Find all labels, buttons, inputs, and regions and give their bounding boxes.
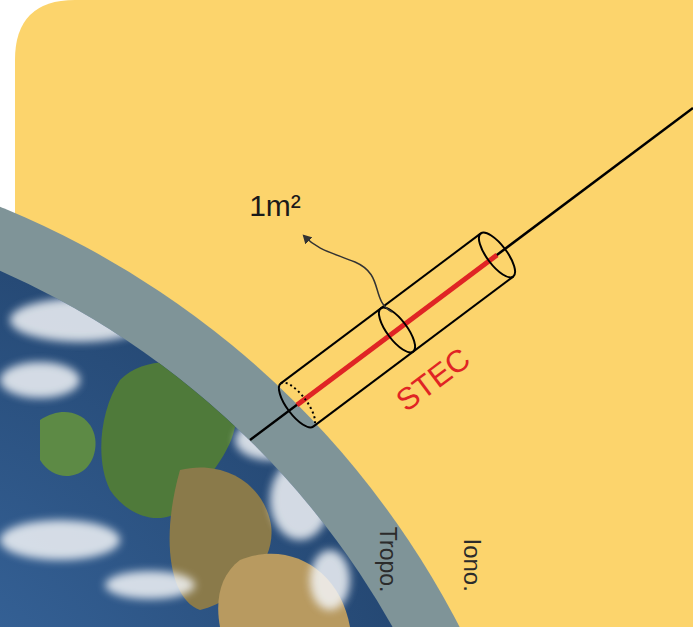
troposphere-layer [0,140,560,627]
area-pointer [304,236,392,312]
earth [0,199,501,627]
line-of-sight [250,108,693,440]
area-label: 1m² [249,189,301,222]
earth-surface [0,298,350,627]
layer-label: Tropo. [375,527,400,593]
layer-label: Iono. [459,538,485,591]
stec-cylinder [273,227,521,432]
